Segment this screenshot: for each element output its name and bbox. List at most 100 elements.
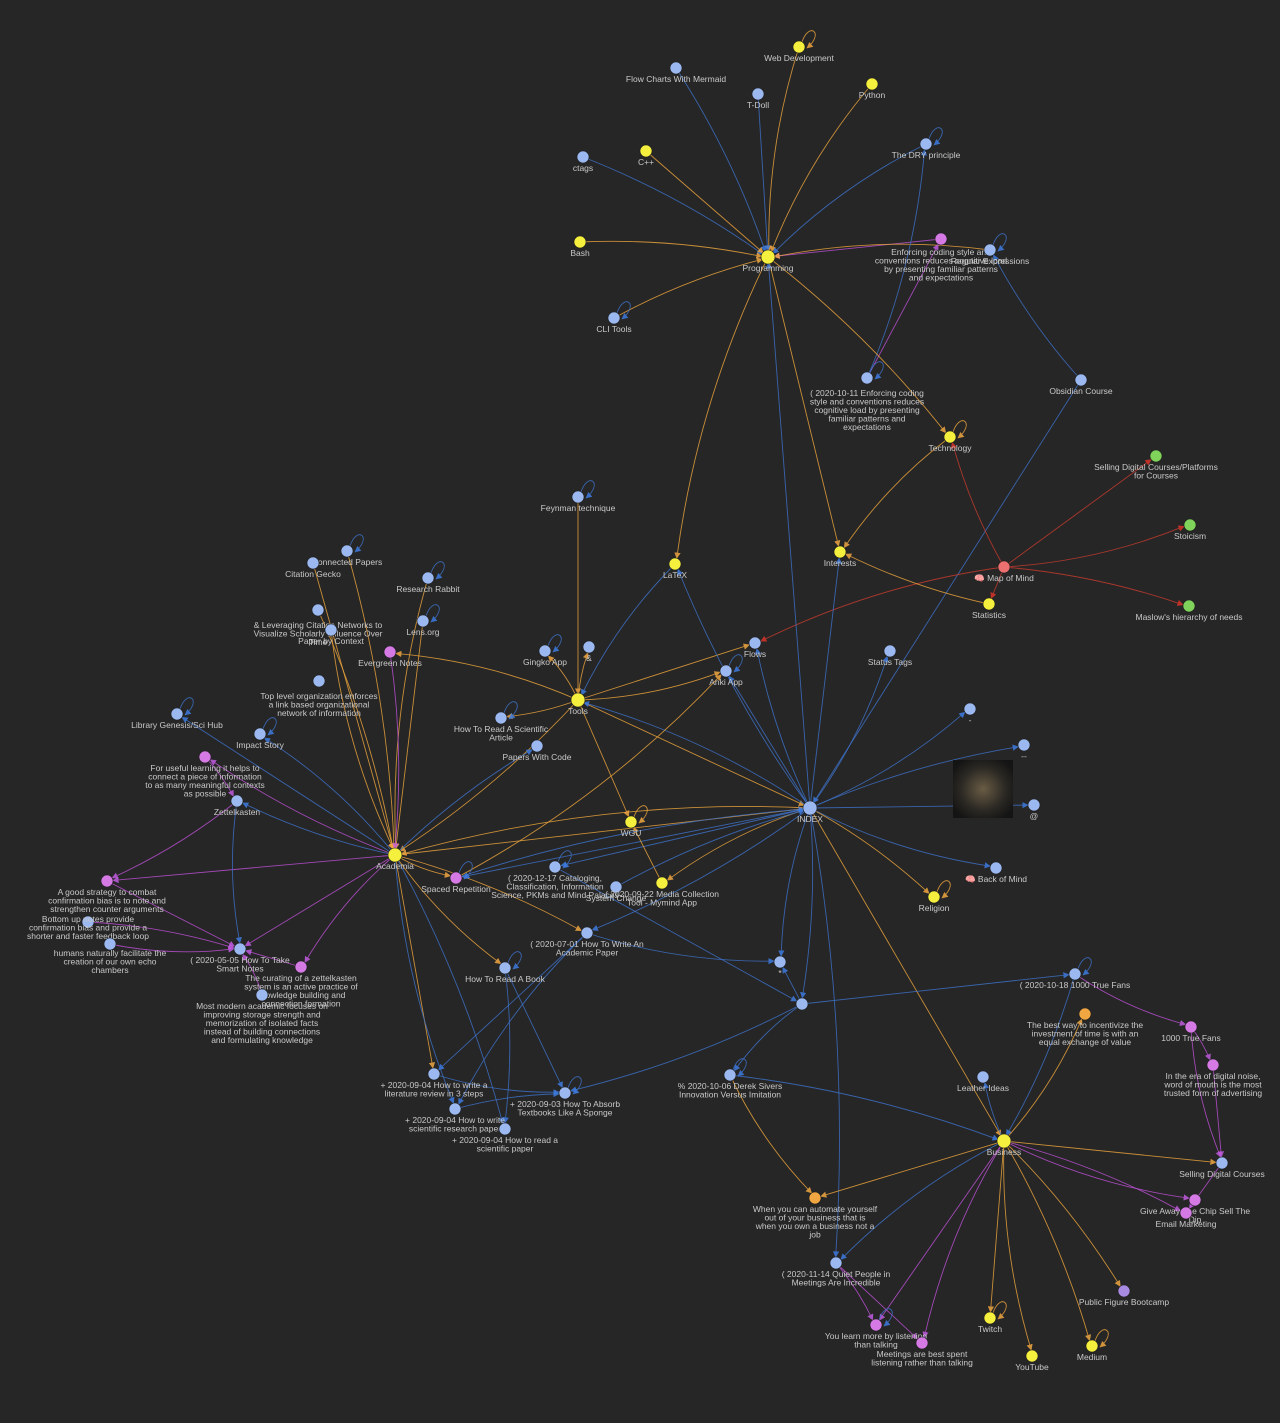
node-dot-meetings[interactable] bbox=[915, 1336, 929, 1350]
graph-node-religion[interactable]: Religion bbox=[919, 890, 950, 913]
node-dot-statistics[interactable] bbox=[982, 597, 996, 611]
graph-node-emailmarketing[interactable]: Email Marketing bbox=[1156, 1206, 1217, 1229]
graph-node-maslow[interactable]: Maslow's hierarchy of needs bbox=[1136, 599, 1243, 622]
graph-node-interests[interactable]: Interests bbox=[824, 545, 857, 568]
graph-node-zettelkasten[interactable]: Zettelkasten bbox=[214, 794, 261, 817]
graph-node-python[interactable]: Python bbox=[859, 77, 886, 100]
graph-node-star[interactable]: * bbox=[773, 955, 787, 978]
graph-node-spacedrep[interactable]: Spaced Repetition bbox=[421, 871, 491, 894]
graph-node-researchrabbit[interactable]: Research Rabbit bbox=[396, 571, 460, 594]
graph-node-ctags[interactable]: ctags bbox=[573, 150, 593, 173]
node-dot-tdoll[interactable] bbox=[751, 87, 765, 101]
node-dot-hub2[interactable] bbox=[795, 997, 809, 1011]
node-dot-truefans[interactable] bbox=[1068, 967, 1082, 981]
node-dot-latex[interactable] bbox=[668, 557, 682, 571]
graph-node-flowcharts[interactable]: Flow Charts With Mermaid bbox=[626, 61, 726, 84]
graph-node-mapofmind[interactable]: 🧠 Map of Mind bbox=[974, 560, 1034, 583]
graph-node-truefans[interactable]: ( 2020-10-18 1000 True Fans bbox=[1020, 967, 1131, 990]
node-dot-dashdash[interactable] bbox=[1017, 738, 1031, 752]
graph-node-libgen[interactable]: Library Genesis/Sci Hub bbox=[131, 707, 223, 730]
graph-node-systemchange[interactable]: System Change bbox=[586, 880, 647, 903]
graph-node-technology[interactable]: Technology bbox=[928, 430, 972, 453]
graph-node-eranoise[interactable]: In the era of digital noise,word of mout… bbox=[1163, 1058, 1262, 1098]
image-node[interactable] bbox=[953, 760, 1013, 818]
node-dot-webdev[interactable] bbox=[792, 40, 806, 54]
node-dot-flows[interactable] bbox=[748, 636, 762, 650]
node-dot-giveaway[interactable] bbox=[1188, 1193, 1202, 1207]
graph-node-obsidiancourse[interactable]: Obsidian Course bbox=[1049, 373, 1113, 396]
graph-node-programming[interactable]: Programming bbox=[742, 249, 794, 273]
node-dot-paperswithcode[interactable] bbox=[530, 739, 544, 753]
graph-node-business[interactable]: Business bbox=[987, 1133, 1022, 1157]
node-dot-bash[interactable] bbox=[573, 235, 587, 249]
graph-node-cpp[interactable]: C++ bbox=[638, 144, 654, 167]
node-dot-sellingcourses[interactable] bbox=[1215, 1156, 1229, 1170]
node-dot-ankiapp[interactable] bbox=[719, 664, 733, 678]
node-dot-truefans2[interactable] bbox=[1184, 1020, 1198, 1034]
node-dot-business[interactable] bbox=[996, 1133, 1012, 1149]
node-dot-impactstory[interactable] bbox=[253, 727, 267, 741]
node-dot-enforcing2[interactable] bbox=[860, 371, 874, 385]
graph-node-connectedpapers[interactable]: Connected Papers bbox=[312, 544, 382, 567]
node-dot-youtube[interactable] bbox=[1025, 1349, 1039, 1363]
graph-node-webdev[interactable]: Web Development bbox=[764, 40, 835, 63]
node-dot-clitools[interactable] bbox=[607, 311, 621, 325]
node-dot-litreview[interactable] bbox=[427, 1067, 441, 1081]
graph-node-papercontext[interactable]: Paper by Context bbox=[298, 623, 364, 646]
node-dot-dry[interactable] bbox=[919, 137, 933, 151]
node-dot-readscientific[interactable] bbox=[494, 711, 508, 725]
graph-node-dashdash[interactable]: -- bbox=[1017, 738, 1031, 761]
node-dot-quietpeople[interactable] bbox=[829, 1256, 843, 1270]
graph-node-ankiapp[interactable]: Anki App bbox=[709, 664, 743, 687]
graph-node-truefans2[interactable]: 1000 True Fans bbox=[1161, 1020, 1221, 1043]
node-dot-evergreen[interactable] bbox=[383, 645, 397, 659]
node-dot-stoicism[interactable] bbox=[1183, 518, 1197, 532]
node-dot-bothin[interactable] bbox=[81, 915, 95, 929]
node-dot-leveraging[interactable] bbox=[311, 603, 325, 617]
node-dot-leatherideas[interactable] bbox=[976, 1070, 990, 1084]
node-dot-backofmind[interactable] bbox=[989, 861, 1003, 875]
node-dot-flowcharts[interactable] bbox=[669, 61, 683, 75]
graph-node-tools[interactable]: Tools bbox=[568, 692, 588, 716]
graph-node-twitch[interactable]: Twitch bbox=[978, 1311, 1002, 1334]
node-dot-toplevel[interactable] bbox=[312, 674, 326, 688]
node-dot-at[interactable] bbox=[1027, 798, 1041, 812]
graph-node-hub2[interactable] bbox=[795, 997, 809, 1011]
graph-node-amp[interactable]: & bbox=[582, 640, 596, 663]
node-dot-eranoise[interactable] bbox=[1206, 1058, 1220, 1072]
graph-node-leatherideas[interactable]: Leather Ideas bbox=[957, 1070, 1009, 1093]
node-dot-writescientific[interactable] bbox=[448, 1102, 462, 1116]
node-dot-cataloging[interactable] bbox=[548, 860, 562, 874]
graph-node-statustags[interactable]: Status Tags bbox=[868, 644, 912, 667]
graph-node-tdoll[interactable]: T-Doll bbox=[747, 87, 769, 110]
node-dot-writeacademic[interactable] bbox=[580, 926, 594, 940]
node-dot-religion[interactable] bbox=[927, 890, 941, 904]
node-dot-amp[interactable] bbox=[582, 640, 596, 654]
node-dot-gingkoapp[interactable] bbox=[538, 644, 552, 658]
node-dot-programming[interactable] bbox=[760, 249, 776, 265]
node-dot-systemchange[interactable] bbox=[609, 880, 623, 894]
node-dot-derek[interactable] bbox=[723, 1068, 737, 1082]
graph-node-wgu[interactable]: WGU bbox=[621, 815, 642, 838]
graph-node-lensorg[interactable]: Lens.org bbox=[406, 614, 440, 637]
graph-node-clitools[interactable]: CLI Tools bbox=[596, 311, 632, 334]
graph-node-at[interactable]: @ bbox=[1027, 798, 1041, 821]
graph-node-stoicism[interactable]: Stoicism bbox=[1174, 518, 1206, 541]
node-dot-obsidiancourse[interactable] bbox=[1074, 373, 1088, 387]
node-dot-technology[interactable] bbox=[943, 430, 957, 444]
node-dot-automate[interactable] bbox=[808, 1191, 822, 1205]
graph-node-dry[interactable]: The DRY principle bbox=[892, 137, 961, 160]
